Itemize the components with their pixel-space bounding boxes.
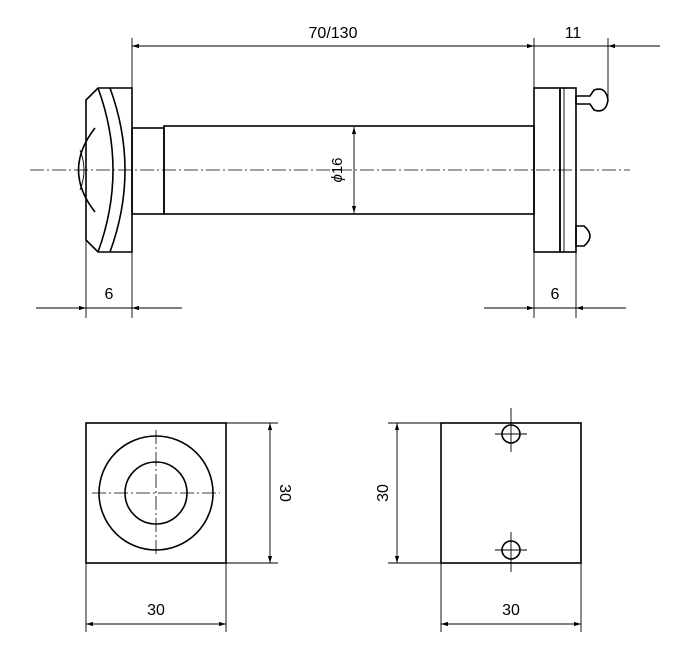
diameter-label: ϕ16 — [329, 157, 346, 182]
front-height-dim-text: 30 — [276, 484, 293, 502]
front-square — [85, 422, 227, 564]
length-dim-text: 70/130 — [309, 25, 358, 42]
lens-head-curve-outer — [97, 87, 114, 253]
svg-text:ϕ16: ϕ16 — [329, 157, 346, 182]
left-flange-dim-text: 6 — [105, 286, 114, 303]
back-height-dim-text: 30 — [375, 484, 392, 502]
lens-dome — [77, 127, 96, 213]
right-flange-ring — [559, 87, 577, 253]
pin-dim-text: 11 — [565, 25, 582, 42]
bottom-pin — [575, 225, 591, 247]
front-height-dim-group: 30 — [276, 484, 293, 502]
side-view: ϕ16 70/130 11 6 6 — [30, 25, 660, 318]
top-pin — [575, 88, 609, 112]
front-view: 30 30 — [85, 422, 293, 632]
back-width-dim-text: 30 — [502, 602, 520, 619]
diameter-symbol: ϕ — [329, 174, 346, 182]
back-height-dim-group: 30 — [375, 484, 392, 502]
right-flange-dim-text: 6 — [551, 286, 560, 303]
back-view: 30 30 — [375, 408, 582, 632]
front-width-dim-text: 30 — [147, 602, 165, 619]
lens-dome-highlight — [79, 149, 85, 191]
diameter-value: 16 — [329, 157, 346, 174]
lens-head-curve-inner — [109, 87, 126, 253]
collar — [131, 127, 165, 215]
